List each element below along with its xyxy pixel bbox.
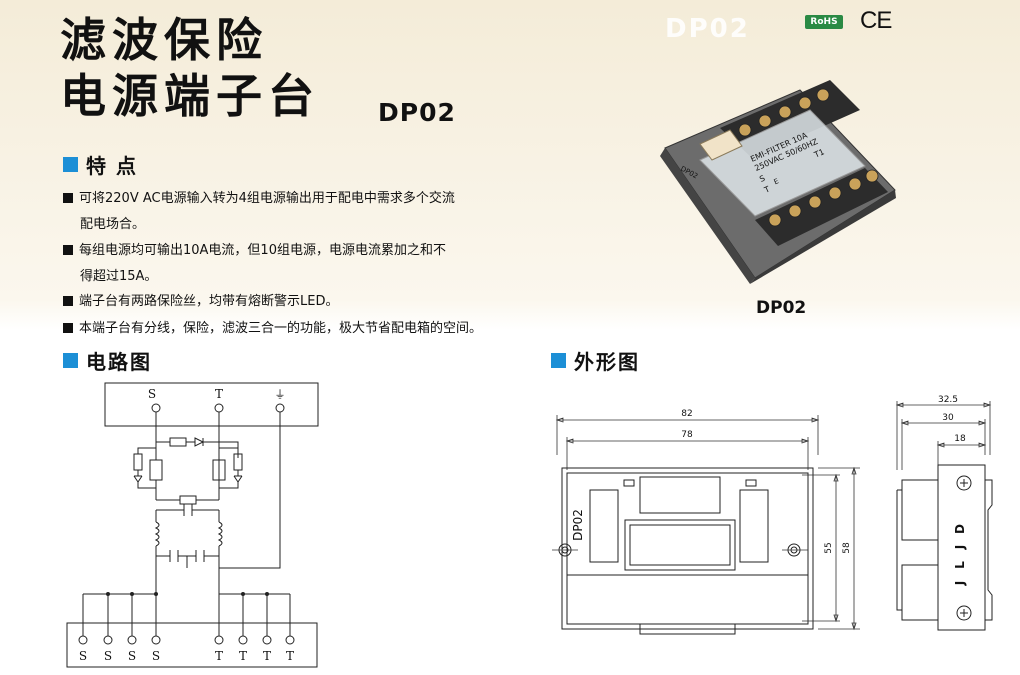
section-circuit-heading: 电路图 — [63, 346, 152, 375]
output-terminal — [103, 635, 113, 645]
output-terminal — [214, 635, 224, 645]
product-photo: EMI-FILTER 10A 250VAC 50/60HZ S E T1 T D… — [660, 80, 896, 284]
front-view-body — [561, 467, 814, 630]
feature-text: 端子台有两路保险丝，均带有熔断警示LED。 — [79, 294, 339, 309]
title-line-1: 滤波保险 — [60, 13, 268, 67]
feature-item: 每组电源均可输出10A电流，但10组电源，电源电流累加之和不 得超过15A。 — [63, 238, 533, 290]
feature-text: 每组电源均可输出10A电流，但10组电源，电源电流累加之和不 — [79, 243, 446, 258]
output-label-s: S — [104, 649, 112, 663]
output-label-s: S — [128, 649, 136, 663]
dim-58: 58 — [842, 542, 852, 554]
output-label-t: T — [286, 649, 294, 663]
photo-label-e: E — [773, 177, 780, 186]
side-view-body — [937, 464, 986, 631]
feature-item: 端子台有两路保险丝，均带有熔断警示LED。 — [63, 289, 533, 315]
section-features-title: 特点 — [86, 154, 146, 178]
photo-label-s: S — [758, 174, 766, 184]
title-line-2: 电源端子台 — [60, 69, 320, 123]
input-label-s: S — [148, 387, 156, 401]
bullet-square-icon — [63, 323, 73, 333]
input-terminal-ground — [275, 403, 285, 413]
rohs-badge: RoHS — [805, 15, 843, 29]
section-features-heading: 特点 — [63, 150, 146, 179]
section-circuit-title: 电路图 — [86, 350, 152, 374]
dim-30: 30 — [942, 413, 954, 423]
photo-caption: DP02 — [756, 298, 807, 318]
ce-mark: CE — [860, 7, 892, 34]
feature-text: 可将220V AC电源输入转为4组电源输出用于配电中需求多个交流 — [79, 191, 455, 206]
dim-78: 78 — [681, 430, 693, 440]
section-square-icon — [551, 353, 566, 368]
photo-label-t: T — [762, 185, 771, 196]
watermark-text: DP02 — [665, 14, 750, 44]
input-label-t: T — [215, 387, 223, 401]
feature-item: 本端子台有分线，保险，滤波三合一的功能，极大节省配电箱的空间。 — [63, 316, 533, 342]
dim-32-5: 32.5 — [938, 395, 958, 405]
output-label-t: T — [263, 649, 271, 663]
output-terminal — [262, 635, 272, 645]
photo-label-t1: T1 — [812, 147, 826, 160]
screw-icon — [956, 475, 972, 491]
input-terminal-t — [214, 403, 224, 413]
section-outline-title: 外形图 — [574, 350, 640, 374]
input-terminal-block — [104, 382, 319, 427]
output-terminal — [151, 635, 161, 645]
section-outline-heading: 外形图 — [551, 346, 640, 375]
output-terminal — [78, 635, 88, 645]
output-label-s: S — [152, 649, 160, 663]
front-label: DP02 — [571, 509, 585, 541]
output-terminal — [127, 635, 137, 645]
output-label-t: T — [215, 649, 223, 663]
feature-item: 可将220V AC电源输入转为4组电源输出用于配电中需求多个交流 配电场合。 — [63, 186, 533, 238]
output-label-s: S — [79, 649, 87, 663]
section-square-icon — [63, 157, 78, 172]
bullet-square-icon — [63, 296, 73, 306]
section-square-icon — [63, 353, 78, 368]
dim-82: 82 — [681, 409, 692, 419]
circuit-diagram: S T ⏚ — [66, 382, 319, 668]
side-letter: L — [953, 561, 967, 569]
feature-text: 本端子台有分线，保险，滤波三合一的功能，极大节省配电箱的空间。 — [79, 321, 483, 336]
model-tag: DP02 — [378, 98, 456, 127]
dim-55: 55 — [824, 542, 834, 553]
feature-text-continued: 配电场合。 — [80, 217, 146, 232]
side-letter: J — [953, 545, 967, 550]
screw-icon — [956, 605, 972, 621]
output-terminal — [238, 635, 248, 645]
dim-18: 18 — [954, 434, 966, 444]
side-letter: J — [953, 581, 967, 586]
ground-icon: ⏚ — [275, 388, 286, 401]
feature-text-continued: 得超过15A。 — [80, 269, 158, 284]
output-terminal-block — [66, 622, 318, 668]
input-terminal-s — [151, 403, 161, 413]
bullet-square-icon — [63, 245, 73, 255]
output-label-t: T — [239, 649, 247, 663]
output-terminal — [285, 635, 295, 645]
side-letter: D — [953, 524, 967, 534]
outline-drawing: 82 78 DP02 55 58 32.5 30 18 D J L J — [552, 395, 993, 635]
bullet-square-icon — [63, 193, 73, 203]
